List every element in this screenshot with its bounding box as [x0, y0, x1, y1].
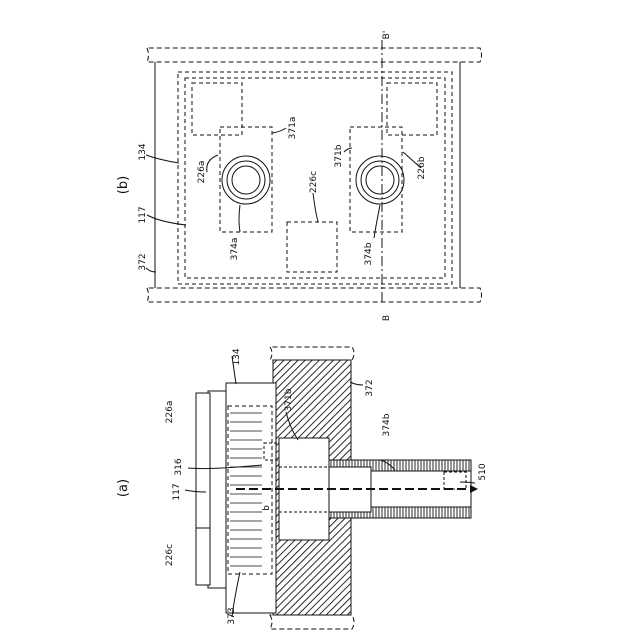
label-134-a: 134	[232, 348, 242, 365]
plate-372-top-break	[270, 347, 354, 360]
section-label-b: B	[382, 315, 392, 321]
block-134	[226, 383, 276, 613]
label-226a-b: 226a	[197, 161, 207, 184]
frame-372-top-break	[147, 48, 482, 62]
label-371b-b: 371b	[334, 144, 344, 167]
label-b-a: b	[262, 505, 272, 511]
flow-arrow-head	[470, 485, 478, 493]
leader-374b-b	[374, 205, 380, 238]
leader-371b-b	[344, 148, 352, 152]
leader-374a	[239, 205, 240, 232]
leader-226a-b	[207, 155, 218, 172]
part-371a	[220, 127, 272, 232]
frame-372-bottom-break	[147, 288, 482, 302]
component-117-body	[208, 391, 226, 588]
part-374b-rings	[356, 156, 404, 204]
leader-134-b	[146, 155, 179, 163]
plate-372-bottom-break	[270, 615, 354, 629]
caption-b: (b)	[116, 176, 131, 194]
label-226b: 226b	[417, 156, 427, 179]
label-372-a: 372	[365, 379, 375, 396]
label-226a-a: 226a	[165, 401, 175, 424]
label-226c-b: 226c	[309, 171, 319, 193]
caption-a: (a)	[116, 479, 131, 497]
leader-371a	[272, 128, 286, 133]
section-label-b-prime: B'	[382, 31, 392, 40]
part-226c	[287, 222, 337, 272]
label-374b-a: 374b	[382, 413, 392, 436]
label-510: 510	[478, 463, 488, 480]
label-316: 316	[174, 458, 184, 475]
leader-117-b	[147, 215, 186, 225]
label-371a: 371a	[288, 117, 298, 140]
part-374a-rings	[222, 156, 270, 204]
figure-a	[185, 347, 478, 629]
component-226c	[196, 528, 210, 585]
label-134-b: 134	[138, 143, 148, 160]
label-226c-a: 226c	[165, 544, 175, 566]
label-117-a: 117	[172, 483, 182, 500]
component-226a	[196, 393, 210, 530]
label-374a: 374a	[230, 238, 240, 261]
label-117-b: 117	[138, 206, 148, 223]
label-372-b: 372	[138, 253, 148, 270]
label-374b-b: 374b	[364, 242, 374, 265]
label-373: 373	[227, 607, 237, 624]
leader-226c-b	[313, 193, 318, 222]
label-371b-a: 371b	[284, 388, 294, 411]
